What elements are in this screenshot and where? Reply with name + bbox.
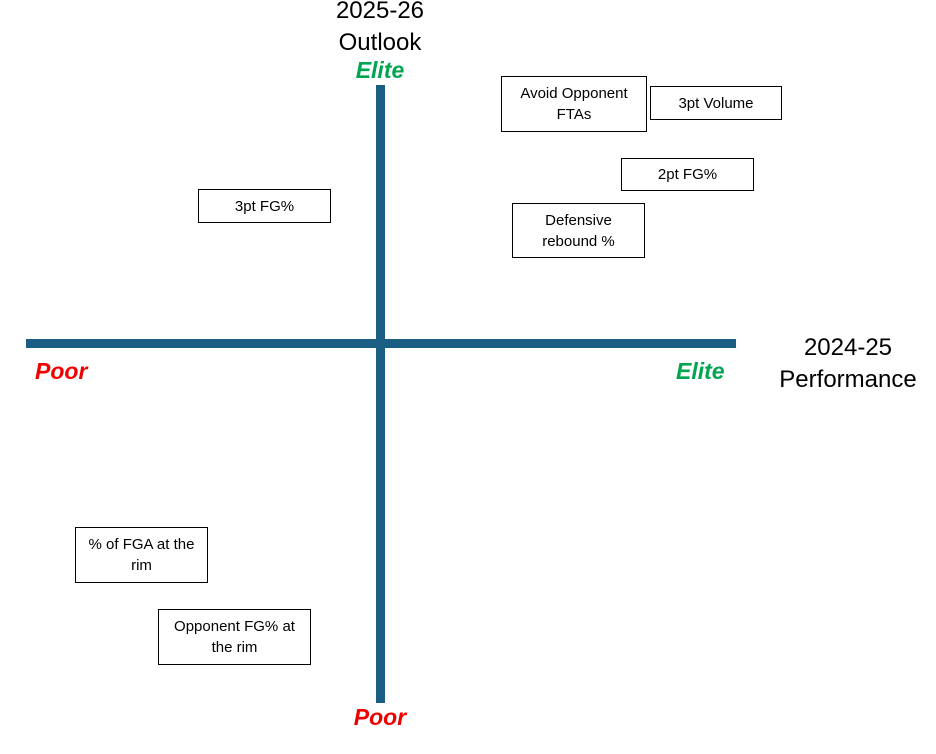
metric-pct-fga-at-rim: % of FGA at the rim bbox=[75, 527, 208, 583]
y-axis-title-line2: Outlook bbox=[338, 29, 422, 56]
y-axis-title: 2025-26 Outlook bbox=[300, 0, 460, 59]
metric-avoid-opponent-ftas: Avoid Opponent FTAs bbox=[501, 76, 647, 132]
x-axis-elite-label: Elite bbox=[676, 358, 725, 384]
x-axis-title-line2: Performance bbox=[779, 366, 917, 393]
y-axis-poor-label: Poor bbox=[353, 704, 407, 730]
x-axis-title-line1: 2024-25 bbox=[803, 334, 893, 361]
x-axis-poor-label: Poor bbox=[35, 358, 88, 384]
x-axis-title: 2024-25 Performance bbox=[758, 332, 936, 396]
y-axis-title-line1: 2025-26 bbox=[335, 0, 425, 24]
metric-defensive-rebound-pct: Defensive rebound % bbox=[512, 203, 645, 258]
metric-2pt-fg-pct: 2pt FG% bbox=[621, 158, 754, 191]
y-axis-elite-label: Elite bbox=[355, 57, 405, 83]
metric-3pt-fg-pct: 3pt FG% bbox=[198, 189, 331, 223]
metric-3pt-volume: 3pt Volume bbox=[650, 86, 782, 120]
y-axis-line bbox=[376, 85, 385, 703]
metric-opponent-fg-pct-at-rim: Opponent FG% at the rim bbox=[158, 609, 311, 665]
